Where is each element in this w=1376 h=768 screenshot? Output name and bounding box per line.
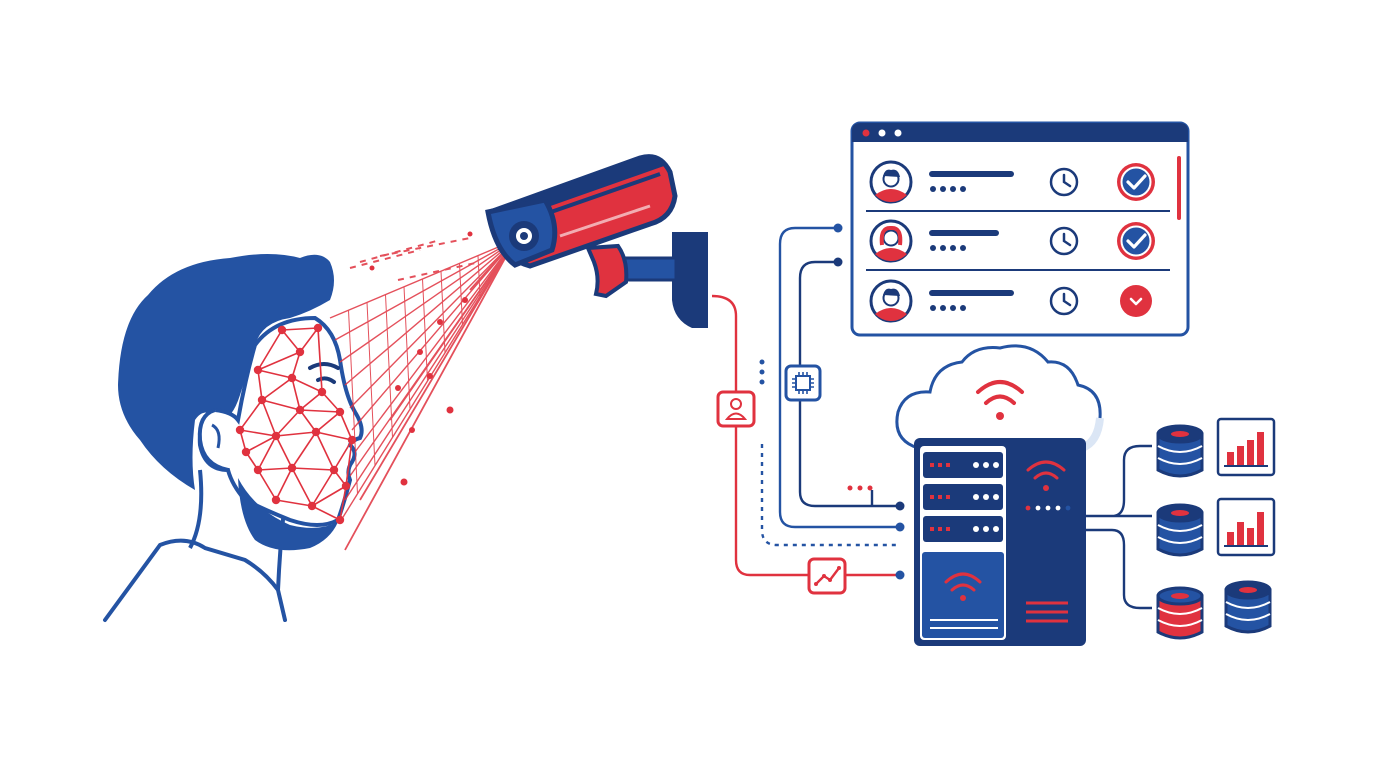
database-icon bbox=[1156, 586, 1204, 640]
database-icon bbox=[1156, 424, 1204, 478]
window-scrollbar[interactable] bbox=[1177, 156, 1181, 220]
bar bbox=[1257, 432, 1264, 466]
database-icon bbox=[1156, 503, 1204, 557]
database-stack bbox=[1156, 417, 1276, 640]
bar bbox=[1227, 452, 1234, 466]
mesh-node bbox=[257, 395, 267, 405]
mesh-node bbox=[295, 405, 305, 415]
camera-to-server-link bbox=[711, 294, 900, 577]
face-mesh bbox=[235, 323, 357, 525]
mesh-node bbox=[271, 431, 281, 441]
beam-particle bbox=[417, 349, 423, 355]
camera-wall-mount bbox=[672, 232, 708, 328]
server-drive-slot bbox=[923, 452, 1003, 478]
mesh-node bbox=[287, 463, 297, 473]
list-item[interactable] bbox=[869, 160, 1155, 204]
window-close-dot[interactable] bbox=[862, 129, 870, 137]
server-wifi-icon bbox=[1026, 460, 1066, 491]
bar bbox=[1247, 440, 1254, 466]
mesh-node bbox=[317, 387, 327, 397]
person-jaw-shade bbox=[238, 478, 338, 551]
server-rack bbox=[914, 438, 1086, 646]
mesh-node bbox=[307, 501, 317, 511]
person-shoulders bbox=[103, 538, 287, 622]
bar-chart-icon bbox=[1216, 417, 1276, 477]
mesh-node bbox=[335, 407, 345, 417]
mesh-node bbox=[295, 347, 305, 357]
name-placeholder-bar bbox=[929, 171, 1014, 177]
scan-beam bbox=[329, 237, 516, 551]
processor-chip-icon bbox=[784, 364, 822, 402]
bar bbox=[1237, 522, 1244, 546]
clock-icon bbox=[1049, 167, 1079, 197]
mesh-node bbox=[311, 427, 321, 437]
mesh-node bbox=[253, 465, 263, 475]
beam-particle bbox=[395, 385, 401, 391]
wifi-signal-icon bbox=[944, 572, 982, 601]
database-icon bbox=[1224, 580, 1272, 634]
mesh-node bbox=[341, 481, 351, 491]
bar bbox=[1237, 446, 1244, 466]
chevron-down-icon[interactable] bbox=[1120, 285, 1152, 317]
person-eyebrow bbox=[308, 362, 340, 370]
cctv-camera-icon bbox=[485, 154, 708, 328]
mesh-node bbox=[253, 365, 263, 375]
clock-icon bbox=[1049, 286, 1079, 316]
person-profile bbox=[103, 254, 364, 622]
person-avatar-icon bbox=[869, 279, 913, 323]
person-eye bbox=[316, 376, 336, 384]
person-ear bbox=[197, 408, 229, 472]
mesh-node bbox=[329, 465, 339, 475]
list-item[interactable] bbox=[869, 219, 1155, 263]
server-drive-slot bbox=[923, 484, 1003, 510]
bar bbox=[1257, 512, 1264, 546]
mesh-node bbox=[241, 447, 251, 457]
clock-icon bbox=[1049, 226, 1079, 256]
name-placeholder-bar bbox=[929, 230, 999, 236]
scan-particles bbox=[369, 231, 473, 486]
window-maximize-dot[interactable] bbox=[894, 129, 902, 137]
bar bbox=[1227, 532, 1234, 546]
beam-particle bbox=[409, 427, 415, 433]
bar-chart-icon bbox=[1216, 497, 1276, 557]
dashed-data-link bbox=[760, 444, 900, 547]
cloud-wifi-icon bbox=[976, 380, 1024, 420]
bar bbox=[1247, 528, 1254, 546]
mesh-node bbox=[313, 323, 323, 333]
list-item[interactable] bbox=[869, 279, 1152, 323]
beam-particle bbox=[427, 373, 433, 379]
mesh-node bbox=[347, 435, 357, 445]
server-drive-slot bbox=[923, 516, 1003, 542]
mesh-node bbox=[287, 373, 297, 383]
server-to-db-links bbox=[1085, 444, 1152, 610]
mesh-node bbox=[277, 325, 287, 335]
checkmark-icon[interactable] bbox=[1117, 163, 1155, 201]
person-hair bbox=[118, 254, 334, 490]
mesh-node bbox=[271, 495, 281, 505]
checkmark-icon[interactable] bbox=[1117, 222, 1155, 260]
person-avatar-icon bbox=[869, 219, 913, 263]
beam-particle bbox=[462, 297, 468, 303]
window-minimize-dot[interactable] bbox=[878, 129, 886, 137]
recognition-list-window bbox=[850, 121, 1190, 337]
panel-to-server-link-1 bbox=[778, 226, 900, 529]
name-placeholder-bar bbox=[929, 290, 1014, 296]
person-avatar-icon bbox=[869, 160, 913, 204]
user-profile-icon bbox=[716, 390, 756, 428]
beam-particle bbox=[437, 319, 443, 325]
trend-chart-icon bbox=[807, 557, 847, 595]
camera-arm bbox=[585, 243, 629, 299]
mesh-node bbox=[235, 425, 245, 435]
